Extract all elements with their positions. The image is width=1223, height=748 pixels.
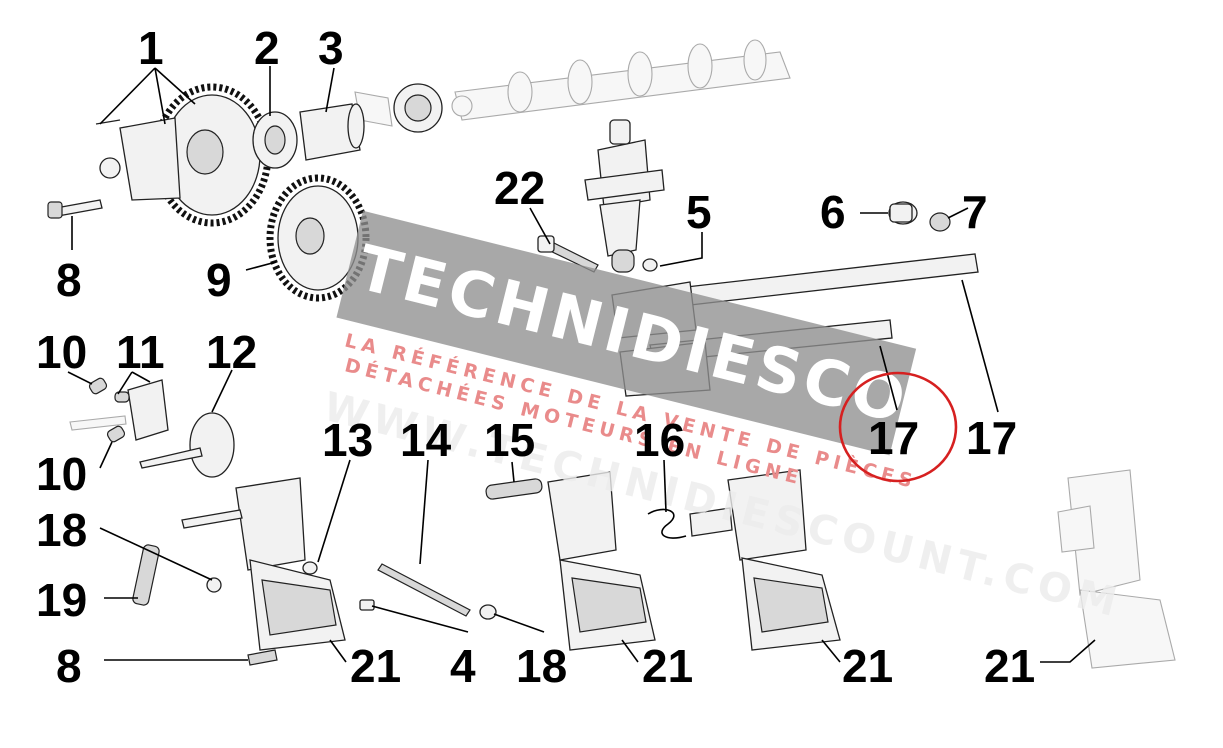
bracket-21-right-drawing [689,469,841,651]
callout-13: 13 [322,414,373,466]
highlight-circle [838,371,958,483]
callout-12: 12 [206,326,257,378]
callout-21-d: 21 [984,640,1035,692]
bracket-21-far-right-drawing [1057,469,1176,669]
callout-5: 5 [686,186,712,238]
callout-3: 3 [318,22,344,74]
callout-16: 16 [634,414,685,466]
callout-21-b: 21 [642,640,693,692]
callout-18-right: 18 [516,640,567,692]
callout-18-left: 18 [36,504,87,556]
bracket-21-left-drawing [132,477,346,666]
pump-assembly-drawing [584,119,665,273]
bolt-8-top-drawing [47,199,103,219]
callout-19: 19 [36,574,87,626]
callout-1: 1 [138,22,164,74]
callout-10-bottom: 10 [36,448,87,500]
callout-17: 17 [966,412,1017,464]
drive-gear-1-drawing [95,83,272,227]
gear-9-drawing [266,174,370,302]
camshaft-drawing [354,39,791,133]
parts-6-7-drawing [888,201,951,232]
callout-17-circled: 17 [868,412,919,464]
callout-21-a: 21 [350,640,401,692]
callout-21-c: 21 [842,640,893,692]
callout-4: 4 [450,640,476,692]
callout-7: 7 [962,186,988,238]
callout-10-top: 10 [36,326,87,378]
callout-numbers: 1 2 3 22 5 6 7 8 9 10 11 12 10 13 14 15 … [36,22,1035,692]
callout-2: 2 [254,22,280,74]
callout-22: 22 [494,162,545,214]
hub-sleeve-drawing [252,103,365,169]
screw-22-drawing [537,235,599,273]
parts-10-11-12-drawing [69,377,235,478]
callout-11: 11 [116,326,165,378]
rod-spring-drawings [359,478,687,620]
bracket-21-middle-drawing [547,471,656,651]
callout-9: 9 [206,254,232,306]
leader-lines [67,66,1096,663]
callout-15: 15 [484,414,535,466]
callout-8-top: 8 [56,254,82,306]
callout-8-bottom: 8 [56,640,82,692]
watermark-band [336,210,917,456]
callout-14: 14 [400,414,452,466]
callout-6: 6 [820,186,846,238]
